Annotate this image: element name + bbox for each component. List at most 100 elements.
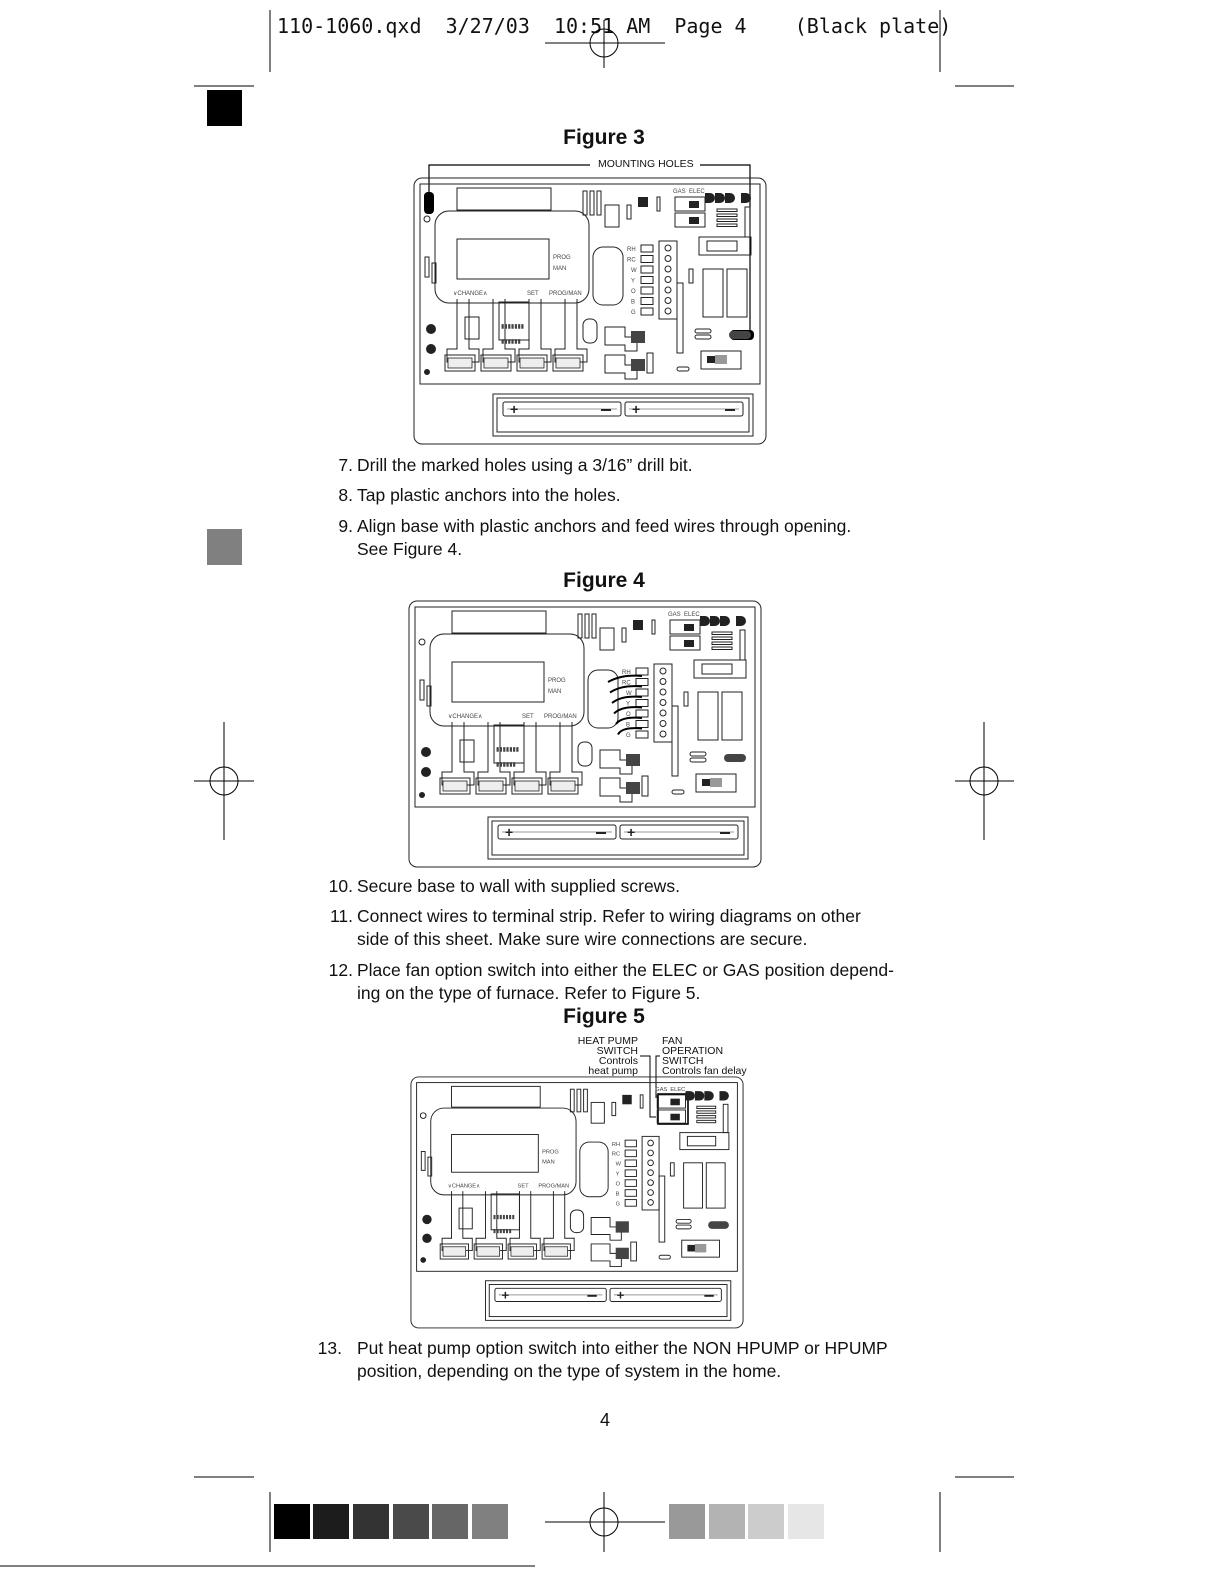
svg-text:RC: RC [622,681,631,687]
figure-5-title: Figure 5 [563,1005,645,1028]
figure-4-title: Figure 4 [563,569,645,592]
svg-text:+: + [510,401,518,417]
svg-text:PROG: PROG [553,255,571,261]
svg-text:+: + [617,1288,625,1303]
svg-text:B: B [616,1191,620,1197]
color-swatch [274,1504,310,1539]
svg-text:ELEC: ELEC [670,1087,685,1093]
svg-text:G: G [631,310,636,316]
file-slug: 110-1060.qxd 3/27/03 10:51 AM Page 4 (Bl… [277,14,952,38]
gray-registration-square [207,529,242,565]
svg-text:ELEC: ELEC [689,189,705,195]
page-number: 4 [599,1410,610,1430]
color-swatch [313,1504,349,1539]
svg-text:▮▮▮▮▮▮▮: ▮▮▮▮▮▮▮ [496,747,519,753]
svg-text:∨CHANGE∧: ∨CHANGE∧ [448,1183,480,1189]
svg-text:SET: SET [527,291,539,297]
svg-text:GAS: GAS [673,189,686,195]
callout-line: Controls [598,1055,638,1067]
svg-text:O: O [631,289,636,295]
step-9: 9. Align base with plastic anchors and f… [0,515,1220,563]
svg-text:MAN: MAN [542,1160,555,1166]
step-text: ing on the type of furnace. Refer to Fig… [357,983,701,1003]
black-registration-square [207,90,242,126]
color-swatch [748,1504,784,1539]
step-text: Connect wires to terminal strip. Refer t… [357,906,861,926]
svg-text:∨CHANGE∧: ∨CHANGE∧ [448,714,482,720]
svg-text:W: W [631,268,637,274]
svg-text:RC: RC [627,258,636,264]
svg-text:+: + [505,824,513,840]
mounting-holes-callout: MOUNTING HOLES [598,158,694,170]
step-text: Put heat pump option switch into either … [357,1338,888,1358]
svg-text:W: W [626,691,632,697]
callout-line: OPERATION [662,1045,724,1057]
callout-line: FAN [662,1035,683,1047]
svg-text:Y: Y [626,702,630,708]
color-swatch [709,1504,745,1539]
svg-text:+: + [632,401,640,417]
svg-text:+: + [627,824,635,840]
step-10: 10. Secure base to wall with supplied sc… [0,875,1220,900]
svg-text:PROG/MAN: PROG/MAN [549,291,582,297]
svg-text:RH: RH [612,1142,620,1148]
svg-text:W: W [616,1162,622,1168]
step-8: 8. Tap plastic anchors into the holes. [0,484,1220,509]
step-7: 7. Drill the marked holes using a 3/16” … [0,454,1220,479]
svg-text:RH: RH [627,247,636,253]
step-text: Place fan option switch into either the … [357,960,894,980]
heat-pump-switch-callout: HEAT PUMP SWITCH Controls heat pump [548,1035,638,1077]
color-swatch [669,1504,705,1539]
color-swatch [393,1504,429,1539]
step-number: 7. [338,455,353,475]
svg-text:O: O [626,712,631,718]
step-number: 8. [338,485,353,505]
step-text: position, depending on the type of syste… [357,1361,782,1381]
step-12: 12. Place fan option switch into either … [0,959,1220,1007]
step-text: Secure base to wall with supplied screws… [357,876,680,896]
callout-line: heat pump [588,1065,638,1077]
callout-line: SWITCH [596,1045,638,1057]
step-text: Tap plastic anchors into the holes. [357,485,621,505]
svg-text:PROG: PROG [542,1149,559,1155]
step-number: 9. [338,516,353,536]
color-swatch [788,1504,824,1539]
svg-text:SET: SET [522,714,534,720]
step-text: See Figure 4. [357,539,463,559]
fan-operation-switch-callout: FAN OPERATION SWITCH Controls fan delay [662,1035,772,1077]
color-swatch [432,1504,468,1539]
svg-text:▮▮▮▮▮▮▮: ▮▮▮▮▮▮▮ [501,324,524,330]
svg-text:+: + [502,1288,510,1303]
step-text: Drill the marked holes using a 3/16” dri… [357,455,693,475]
svg-text:PROG/MAN: PROG/MAN [538,1183,569,1189]
svg-text:B: B [631,300,635,306]
color-swatch [353,1504,389,1539]
callout-line: SWITCH [662,1055,704,1067]
svg-text:RC: RC [612,1152,620,1158]
svg-text:ELEC: ELEC [684,612,700,618]
figure-3-title: Figure 3 [563,126,645,149]
svg-text:O: O [616,1181,621,1187]
step-11: 11. Connect wires to terminal strip. Ref… [0,905,1220,953]
svg-text:▮▮▮▮▮▮: ▮▮▮▮▮▮ [496,762,516,768]
callout-line: Controls fan delay [662,1065,747,1077]
svg-text:Y: Y [631,279,635,285]
svg-text:Y: Y [616,1172,620,1178]
svg-text:MAN: MAN [548,689,561,695]
svg-text:▮▮▮▮▮▮: ▮▮▮▮▮▮ [501,339,521,345]
svg-text:PROG/MAN: PROG/MAN [544,714,577,720]
svg-text:MAN: MAN [553,266,566,272]
svg-text:▮▮▮▮▮▮: ▮▮▮▮▮▮ [493,1229,512,1235]
step-text: side of this sheet. Make sure wire conne… [357,929,808,949]
step-number: 10. [328,876,353,896]
callout-line: HEAT PUMP [577,1035,638,1047]
step-text: Align base with plastic anchors and feed… [357,516,852,536]
svg-text:SET: SET [518,1183,530,1189]
svg-text:B: B [626,723,630,729]
svg-text:GAS: GAS [668,612,681,618]
